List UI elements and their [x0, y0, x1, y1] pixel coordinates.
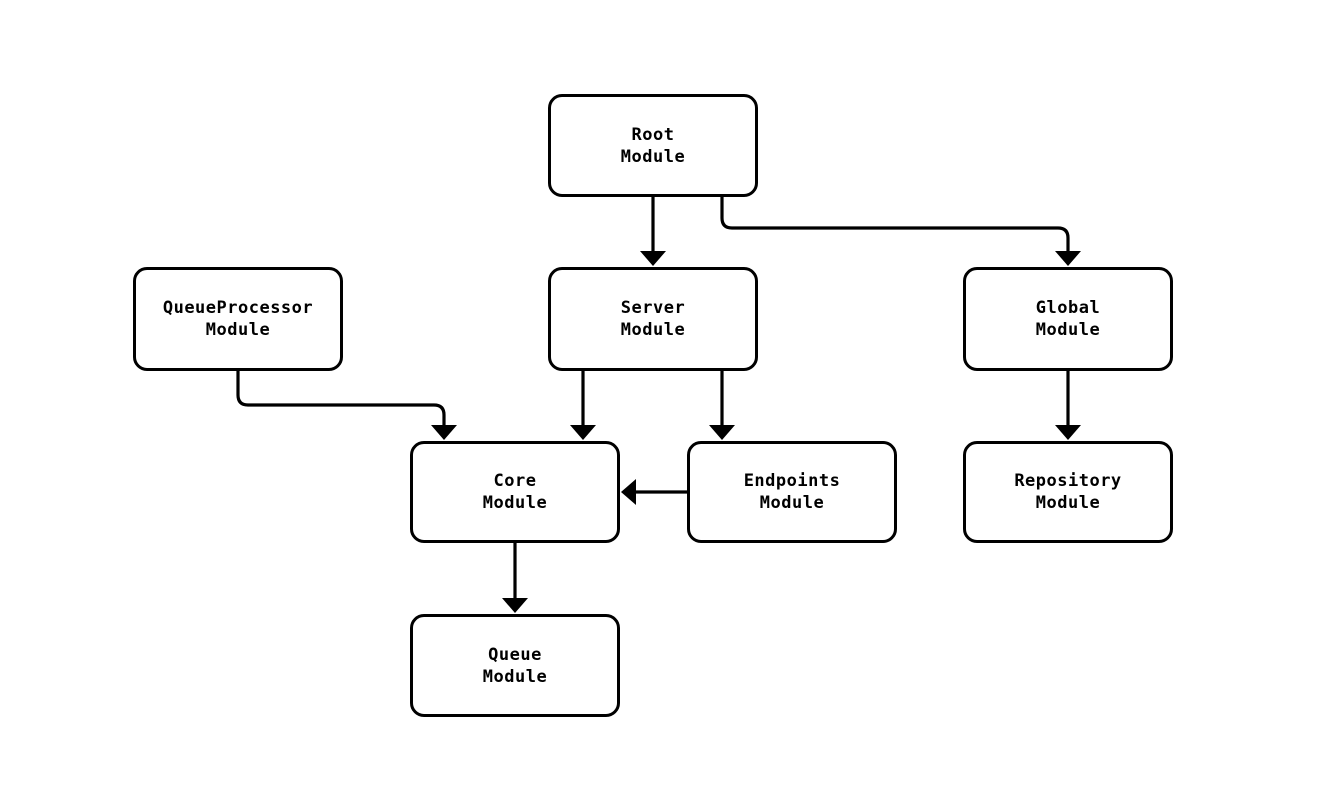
node-root-line1: Root	[631, 124, 675, 145]
node-root[interactable]: Root Module	[548, 94, 758, 197]
node-repository[interactable]: Repository Module	[963, 441, 1173, 543]
arrowhead	[709, 425, 735, 440]
node-repository-line2: Module	[1035, 493, 1101, 513]
edge-root-to-global	[720, 197, 1081, 266]
node-queue[interactable]: Queue Module	[410, 614, 620, 717]
node-queueprocessor-line2: Module	[205, 320, 271, 340]
edge-root-to-server	[640, 197, 666, 266]
node-core-line2: Module	[482, 493, 548, 513]
arrowhead	[1055, 251, 1081, 266]
edge-global-to-repository	[1055, 371, 1081, 440]
node-server[interactable]: Server Module	[548, 267, 758, 371]
arrowhead	[1055, 425, 1081, 440]
node-queue-line1: Queue	[488, 644, 542, 665]
node-repository-line1: Repository	[1014, 471, 1122, 491]
node-endpoints-line2: Module	[759, 493, 825, 513]
arrowhead	[640, 251, 666, 266]
arrowhead	[502, 598, 528, 613]
arrowhead	[570, 425, 596, 440]
edge-server-to-core	[570, 371, 596, 440]
node-root-line2: Module	[620, 146, 686, 167]
node-core[interactable]: Core Module	[410, 441, 620, 543]
node-queue-line2: Module	[482, 666, 548, 687]
edge-core-to-queue	[502, 543, 528, 613]
node-endpoints[interactable]: Endpoints Module	[687, 441, 897, 543]
edge-queueprocessor-to-core	[236, 371, 457, 440]
arrowhead	[621, 479, 636, 505]
node-server-line1: Server	[620, 298, 686, 318]
node-global-line2: Module	[1035, 320, 1101, 340]
node-global[interactable]: Global Module	[963, 267, 1173, 371]
edge-server-to-endpoints	[709, 371, 735, 440]
node-endpoints-line1: Endpoints	[743, 471, 841, 491]
arrowhead	[431, 425, 457, 440]
edge-endpoints-to-core	[621, 479, 687, 505]
node-server-line2: Module	[620, 320, 686, 340]
node-core-line1: Core	[493, 471, 537, 491]
node-queueprocessor[interactable]: QueueProcessor Module	[133, 267, 343, 371]
node-queueprocessor-line1: QueueProcessor	[162, 298, 314, 318]
node-global-line1: Global	[1035, 298, 1101, 318]
